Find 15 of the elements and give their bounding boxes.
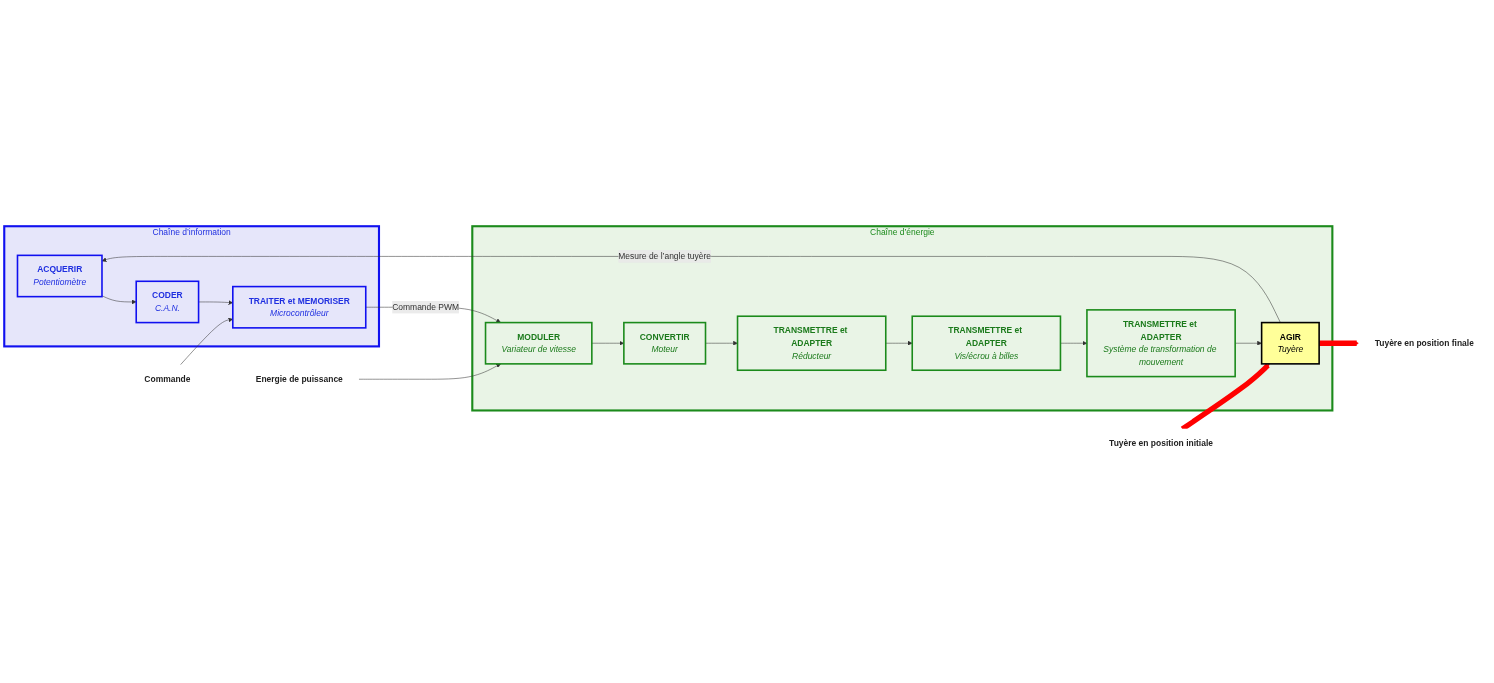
node-box: MODULER Variateur de vitesse (484, 321, 593, 365)
node-box: AGIR Tuyère (1260, 321, 1320, 365)
node-box: ACQUERIR Potentiomètre (16, 254, 103, 298)
node-box: TRANSMETTRE et ADAPTER Vis/écrou à billes (911, 315, 1062, 371)
node-text: Tuyère en position initiale (1109, 438, 1213, 448)
edge-label: Mesure de l’angle tuyère (618, 251, 712, 261)
node-box: TRAITER et MEMORISER Microcontrôleur (232, 285, 367, 329)
node-box: TRANSMETTRE et ADAPTER Système de transformation de mouvement (1086, 308, 1236, 377)
node-text: Commande (144, 374, 191, 384)
node-box: TRANSMETTRE et ADAPTER Réducteur (736, 315, 887, 371)
node-box: CODER C.A.N. (135, 280, 200, 323)
edge-label: Commande PWM (392, 302, 460, 312)
node-text: Energie de puissance (255, 374, 343, 384)
node-text: Tuyère en position finale (1374, 338, 1474, 348)
node-box: CONVERTIR Moteur (623, 321, 707, 365)
